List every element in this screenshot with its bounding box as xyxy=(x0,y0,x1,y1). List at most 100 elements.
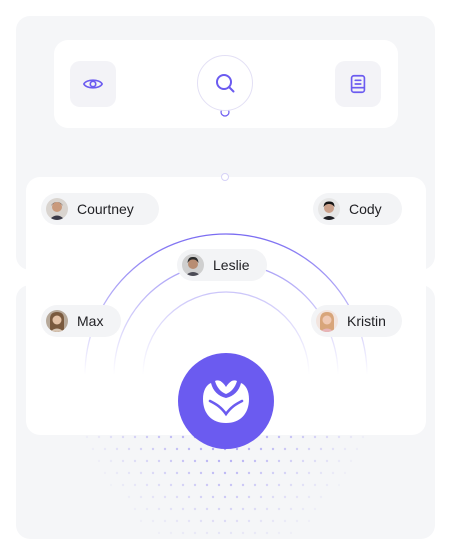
matrix-dot xyxy=(145,459,149,463)
person-cody[interactable]: Cody xyxy=(313,193,402,225)
matrix-dot xyxy=(217,483,221,487)
book-icon xyxy=(350,74,366,94)
matrix-dot xyxy=(283,471,287,475)
matrix-dot xyxy=(319,447,323,451)
matrix-dot xyxy=(157,459,161,463)
matrix-dot xyxy=(97,459,101,463)
matrix-dot xyxy=(163,471,167,475)
signal-arc-inner xyxy=(142,291,310,376)
matrix-dot xyxy=(241,507,245,511)
matrix-dot xyxy=(289,435,293,439)
matrix-dot xyxy=(211,471,215,475)
matrix-dot xyxy=(235,471,239,475)
matrix-dot xyxy=(139,519,143,523)
matrix-dot xyxy=(307,447,311,451)
matrix-dot xyxy=(205,507,209,511)
matrix-dot xyxy=(103,447,107,451)
matrix-dot xyxy=(253,507,257,511)
matrix-dot xyxy=(121,483,125,487)
avatar xyxy=(46,310,68,332)
person-name: Courtney xyxy=(77,201,134,217)
tulip-logo-icon xyxy=(203,380,249,423)
matrix-dot xyxy=(313,435,317,439)
matrix-dot xyxy=(187,519,191,523)
matrix-dot xyxy=(151,447,155,451)
matrix-dot xyxy=(295,447,299,451)
matrix-dot xyxy=(319,495,323,499)
matrix-dot xyxy=(109,459,113,463)
matrix-dot xyxy=(277,435,281,439)
matrix-dot xyxy=(163,495,167,499)
matrix-dot xyxy=(223,495,227,499)
document-button[interactable] xyxy=(335,61,381,107)
matrix-dot xyxy=(307,471,311,475)
matrix-dot xyxy=(295,495,299,499)
matrix-dot xyxy=(97,435,101,439)
matrix-dot xyxy=(193,507,197,511)
person-leslie[interactable]: Leslie xyxy=(177,249,267,281)
avatar xyxy=(182,254,204,276)
matrix-dot xyxy=(151,495,155,499)
person-name: Max xyxy=(77,313,104,329)
matrix-dot xyxy=(229,507,233,511)
matrix-dot xyxy=(187,495,191,499)
matrix-dot xyxy=(241,483,245,487)
matrix-dot xyxy=(157,507,161,511)
matrix-dot xyxy=(151,471,155,475)
matrix-dot xyxy=(277,507,281,511)
matrix-dot xyxy=(175,447,179,451)
matrix-dot xyxy=(301,507,305,511)
matrix-dot xyxy=(157,483,161,487)
matrix-dot xyxy=(169,459,173,463)
matrix-dot xyxy=(337,459,341,463)
matrix-dot xyxy=(127,471,131,475)
matrix-dot xyxy=(235,519,239,523)
matrix-dot xyxy=(265,459,269,463)
matrix-dot xyxy=(259,495,263,499)
matrix-dot xyxy=(271,447,275,451)
search-button[interactable] xyxy=(197,55,253,111)
matrix-dot xyxy=(259,471,263,475)
matrix-dot xyxy=(187,471,191,475)
matrix-dot xyxy=(193,531,197,535)
matrix-dot xyxy=(223,471,227,475)
matrix-dot xyxy=(325,459,329,463)
person-name: Kristin xyxy=(347,313,386,329)
matrix-dot xyxy=(211,495,215,499)
matrix-dot xyxy=(277,483,281,487)
matrix-dot xyxy=(271,495,275,499)
view-button[interactable] xyxy=(70,61,116,107)
matrix-dot xyxy=(265,435,269,439)
matrix-dot xyxy=(157,531,161,535)
matrix-dot xyxy=(337,483,341,487)
matrix-dot xyxy=(229,483,233,487)
avatar xyxy=(46,198,68,220)
matrix-dot xyxy=(139,447,143,451)
matrix-dot xyxy=(193,483,197,487)
person-max[interactable]: Max xyxy=(41,305,121,337)
matrix-dot xyxy=(235,447,239,451)
matrix-dot xyxy=(133,435,137,439)
matrix-dot xyxy=(133,459,137,463)
matrix-dot xyxy=(247,471,251,475)
matrix-dot xyxy=(277,459,281,463)
matrix-dot xyxy=(217,459,221,463)
matrix-dot xyxy=(91,447,95,451)
matrix-dot xyxy=(265,483,269,487)
person-courtney[interactable]: Courtney xyxy=(41,193,159,225)
matrix-dot xyxy=(133,507,137,511)
matrix-dot xyxy=(295,471,299,475)
matrix-dot xyxy=(127,447,131,451)
matrix-dot xyxy=(301,459,305,463)
matrix-dot xyxy=(211,519,215,523)
matrix-dot xyxy=(319,471,323,475)
matrix-dot xyxy=(139,471,143,475)
matrix-dot xyxy=(199,519,203,523)
matrix-dot xyxy=(349,459,353,463)
matrix-dot xyxy=(223,519,227,523)
connector-node-bottom xyxy=(221,173,229,181)
matrix-dot xyxy=(163,519,167,523)
matrix-dot xyxy=(145,435,149,439)
person-kristin[interactable]: Kristin xyxy=(311,305,402,337)
